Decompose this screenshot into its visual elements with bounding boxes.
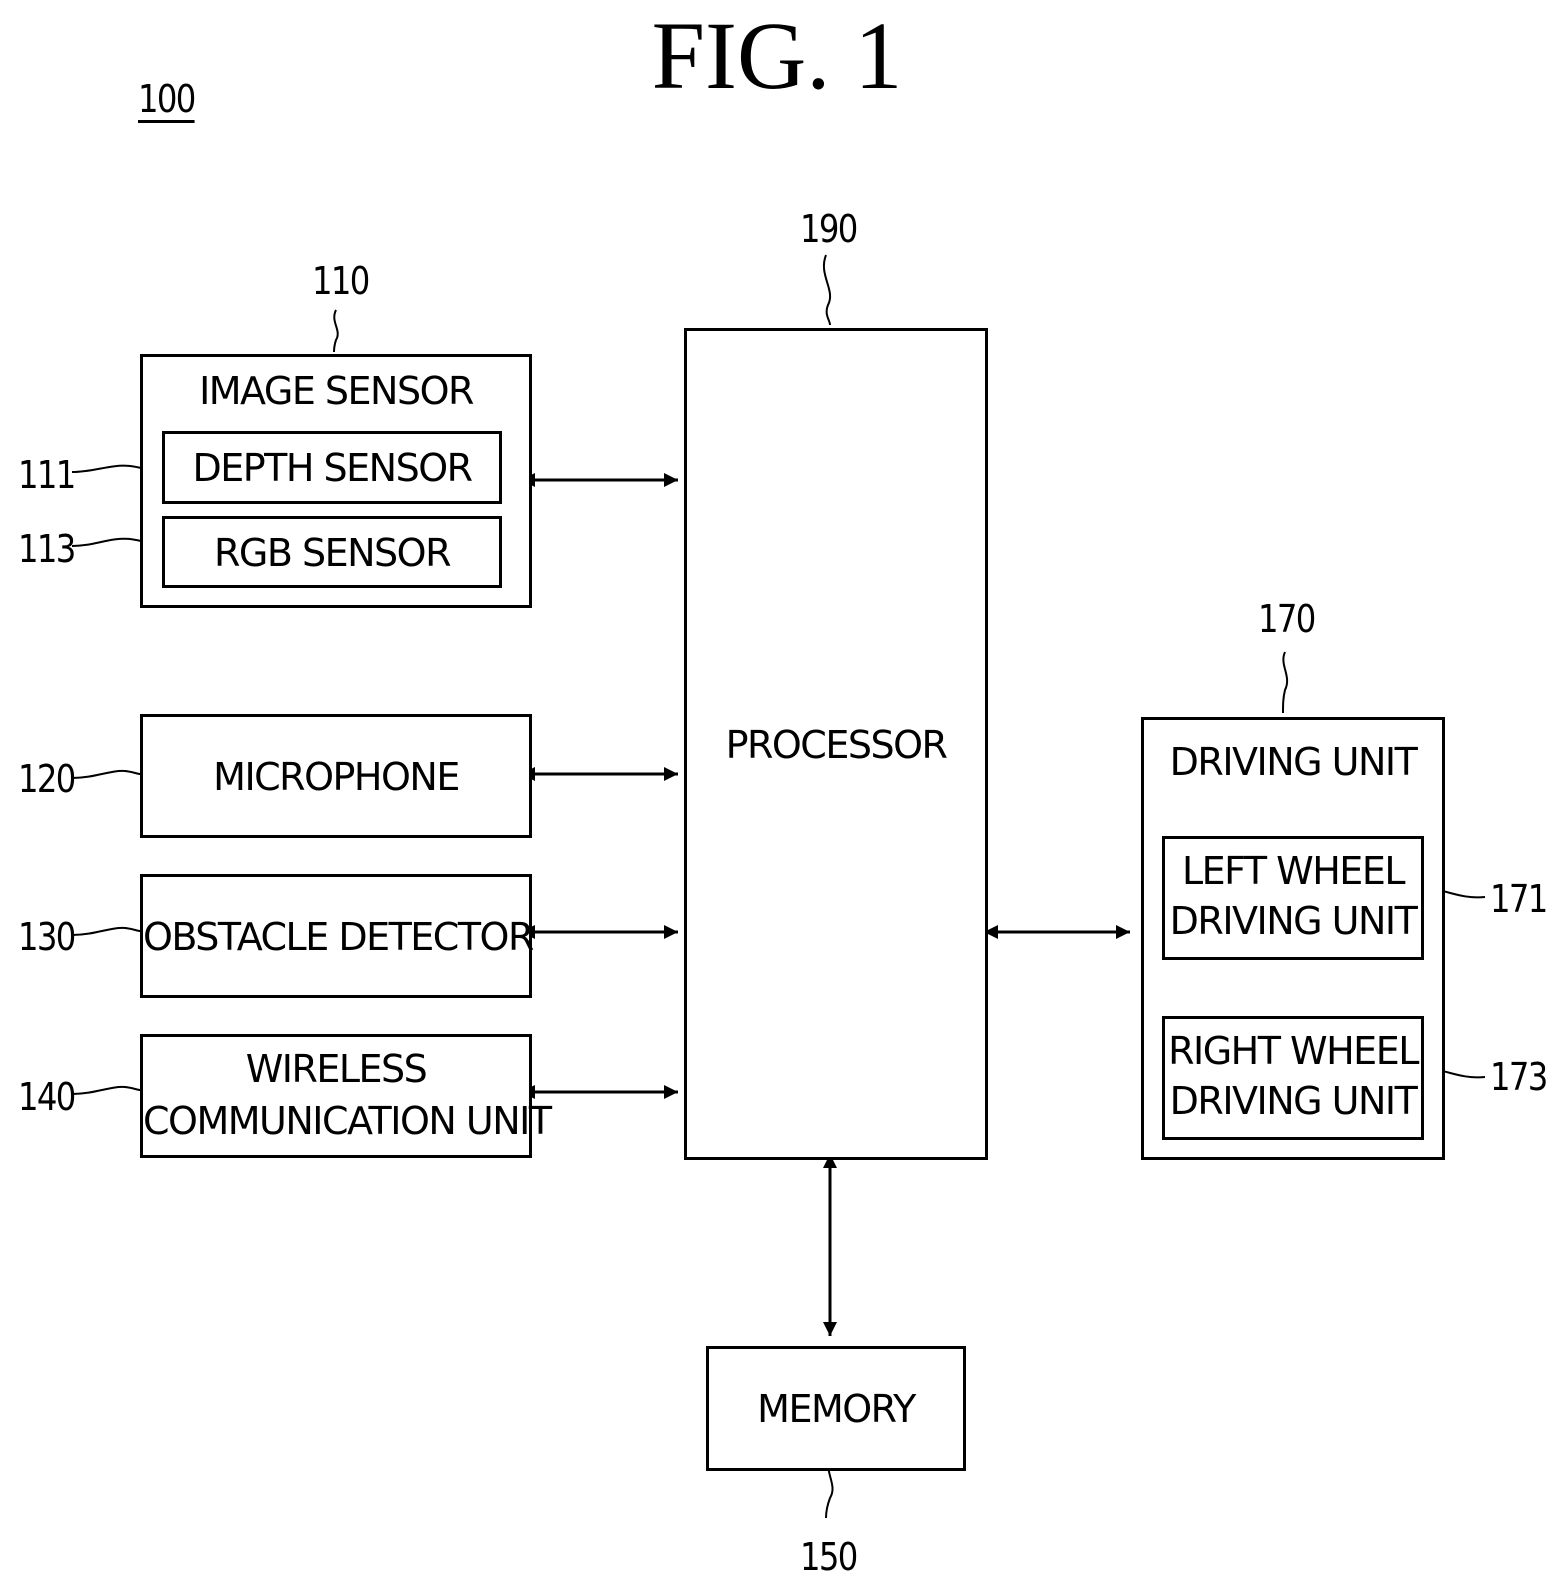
leader-140: [72, 1087, 140, 1094]
wireless-label-line1: WIRELESS: [143, 1045, 529, 1094]
ref-depth-sensor: 111: [18, 456, 75, 494]
ref-processor: 190: [800, 210, 857, 248]
left-wheel-label-line2: DRIVING UNIT: [1165, 897, 1421, 946]
leader-170: [1283, 652, 1287, 713]
ref-microphone: 120: [18, 760, 75, 798]
ref-image-sensor: 110: [312, 262, 369, 300]
memory-label: MEMORY: [709, 1385, 963, 1434]
leader-120: [72, 771, 140, 778]
obstacle-detector-label: OBSTACLE DETECTOR: [143, 913, 529, 962]
right-wheel-driving-unit-box: RIGHT WHEEL DRIVING UNIT: [1162, 1016, 1424, 1140]
wireless-label-line2: COMMUNICATION UNIT: [143, 1097, 529, 1146]
leader-190: [824, 255, 830, 325]
rgb-sensor-box: RGB SENSOR: [162, 516, 502, 588]
left-wheel-driving-unit-box: LEFT WHEEL DRIVING UNIT: [1162, 836, 1424, 960]
ref-right-wheel: 173: [1490, 1058, 1547, 1096]
leader-110: [334, 310, 338, 352]
memory-box: MEMORY: [706, 1346, 966, 1471]
ref-memory: 150: [800, 1538, 857, 1576]
ref-driving-unit: 170: [1258, 600, 1315, 638]
depth-sensor-label: DEPTH SENSOR: [165, 444, 499, 493]
right-wheel-label-line1: RIGHT WHEEL: [1165, 1027, 1421, 1076]
driving-unit-label: DRIVING UNIT: [1144, 738, 1442, 787]
right-wheel-label-line2: DRIVING UNIT: [1165, 1077, 1421, 1126]
processor-label: PROCESSOR: [687, 721, 985, 770]
leader-130: [72, 928, 140, 935]
ref-obstacle-detector: 130: [18, 918, 75, 956]
ref-wireless-unit: 140: [18, 1078, 75, 1116]
ref-rgb-sensor: 113: [18, 530, 75, 568]
rgb-sensor-label: RGB SENSOR: [165, 529, 499, 578]
microphone-label: MICROPHONE: [143, 753, 529, 802]
microphone-box: MICROPHONE: [140, 714, 532, 838]
left-wheel-label-line1: LEFT WHEEL: [1165, 847, 1421, 896]
ref-left-wheel: 171: [1490, 880, 1547, 918]
obstacle-detector-box: OBSTACLE DETECTOR: [140, 874, 532, 998]
depth-sensor-box: DEPTH SENSOR: [162, 431, 502, 504]
processor-box: PROCESSOR: [684, 328, 988, 1160]
image-sensor-label: IMAGE SENSOR: [143, 367, 529, 416]
wireless-communication-unit-box: WIRELESS COMMUNICATION UNIT: [140, 1034, 532, 1158]
